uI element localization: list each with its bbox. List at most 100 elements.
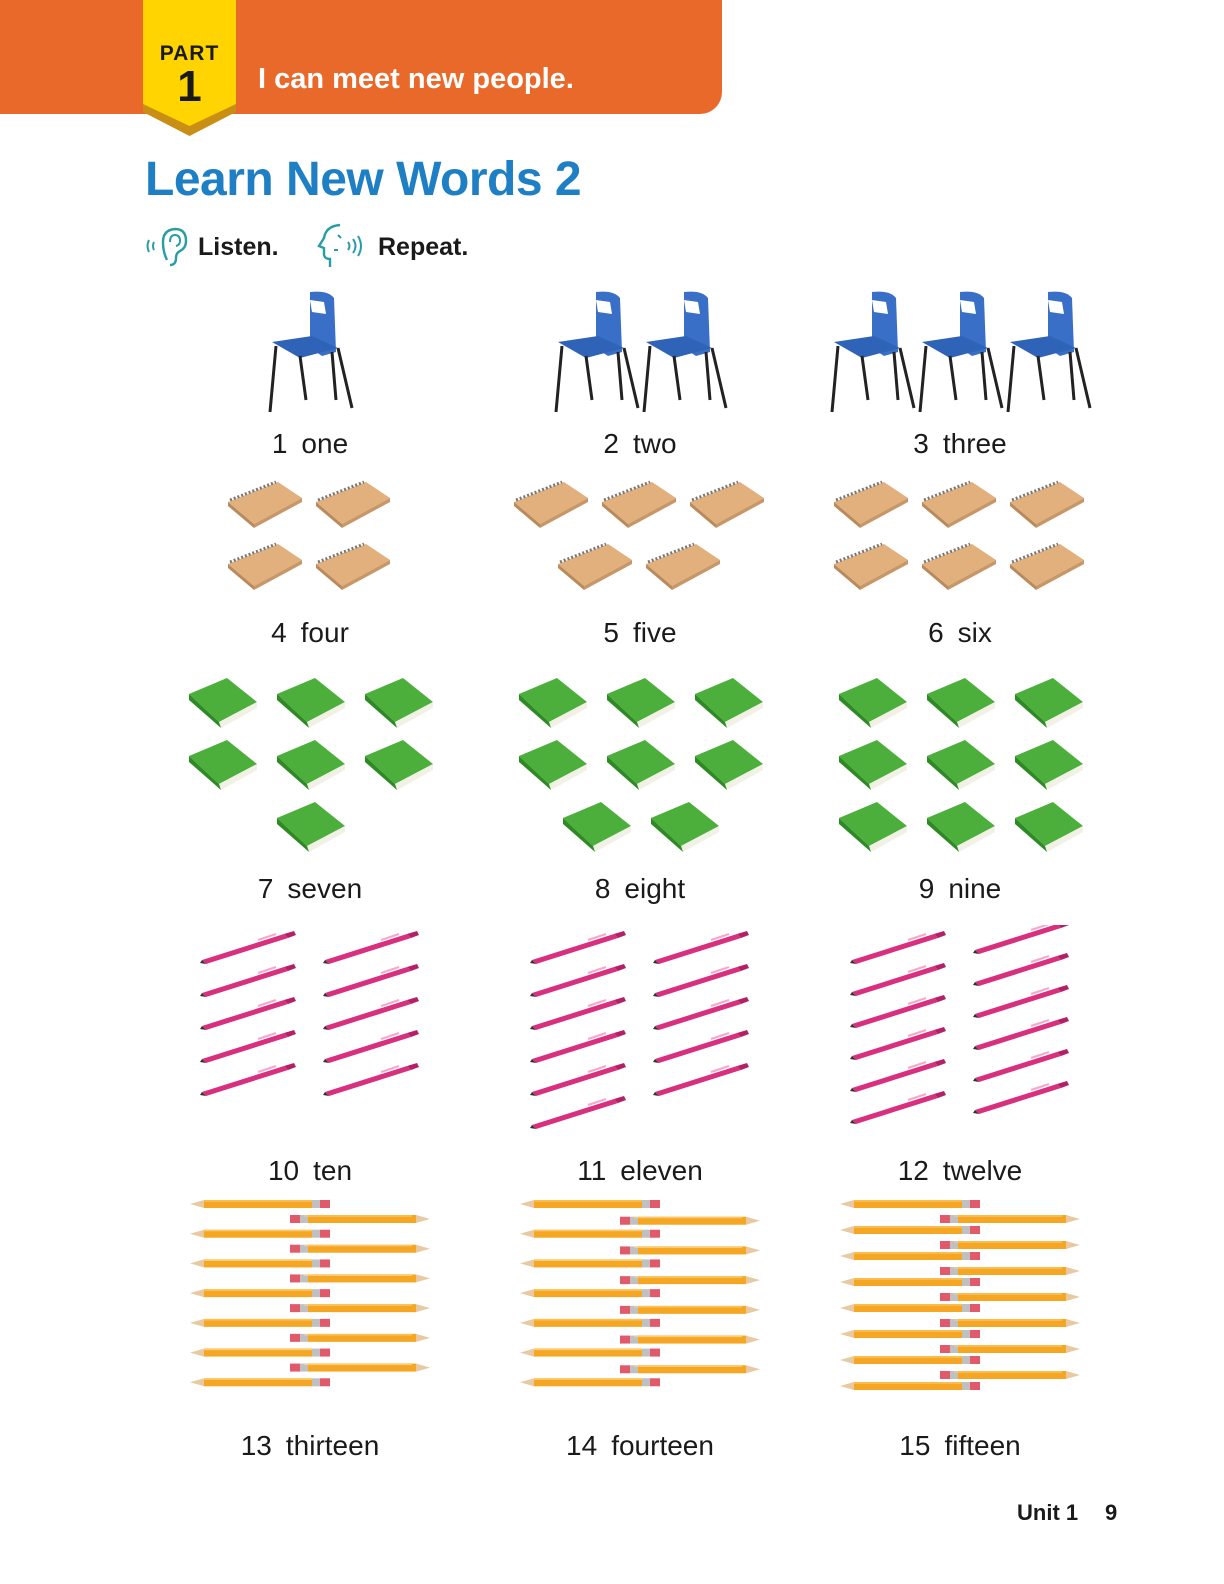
pencil-image — [190, 1289, 330, 1298]
notebook-image — [228, 480, 302, 528]
pen-image — [530, 1096, 626, 1129]
notebook-group-image — [514, 480, 764, 590]
pencil-image — [290, 1363, 430, 1372]
chair-group-image — [554, 291, 728, 413]
pencil-image — [290, 1274, 430, 1283]
chair-image — [918, 291, 1004, 413]
pen-group-image — [200, 931, 419, 1096]
footer-unit: Unit 1 — [1017, 1500, 1079, 1525]
book-image — [695, 740, 763, 790]
number-word: six — [957, 617, 992, 648]
notebook-image — [558, 542, 632, 590]
book-image — [277, 802, 345, 852]
book-image — [651, 802, 719, 852]
pencil-image — [840, 1304, 980, 1312]
repeat-speaking-icon — [317, 223, 362, 267]
number-digit: 15 — [899, 1430, 931, 1461]
number-digit: 5 — [603, 617, 619, 648]
chair-image — [642, 291, 728, 413]
book-image — [189, 740, 257, 790]
pen-image — [973, 1081, 1069, 1114]
pencil-image — [620, 1216, 760, 1225]
pencil-image — [940, 1267, 1080, 1275]
page-title: Learn New Words 2 — [145, 153, 582, 206]
pencil-image — [840, 1226, 980, 1234]
book-image — [607, 740, 675, 790]
pen-image — [850, 995, 946, 1028]
pen-image — [200, 964, 296, 997]
pencil-image — [290, 1333, 430, 1342]
pencil-image — [620, 1276, 760, 1285]
pencil-image — [520, 1348, 660, 1357]
pencil-image — [290, 1215, 430, 1223]
number-digit: 1 — [271, 428, 288, 459]
part-label: PART — [159, 42, 220, 65]
pen-image — [530, 931, 626, 964]
pen-image — [323, 964, 419, 997]
banner-text: I can meet new people. — [258, 63, 574, 95]
pencil-image — [940, 1241, 1080, 1249]
pen-image — [850, 1091, 946, 1124]
book-image — [927, 802, 995, 852]
pencil-image — [940, 1345, 1080, 1353]
pencil-image — [520, 1318, 660, 1327]
pencil-image — [840, 1278, 980, 1286]
repeat-instruction: Repeat. — [316, 222, 496, 270]
notebook-image — [834, 542, 908, 590]
pencil-image — [940, 1215, 1080, 1223]
number-word: two — [633, 428, 677, 459]
number-word: three — [942, 428, 1007, 459]
pencil-image — [290, 1244, 430, 1253]
pen-image — [973, 925, 1069, 954]
pen-image — [850, 1027, 946, 1060]
notebook-image — [922, 480, 996, 528]
number-digit: 13 — [240, 1430, 272, 1461]
chair-image — [830, 291, 916, 413]
book-image — [365, 740, 433, 790]
pen-image — [653, 1063, 749, 1096]
book-image — [1015, 802, 1083, 852]
pen-image — [323, 997, 419, 1030]
book-image — [563, 802, 631, 852]
pencil-image — [190, 1200, 330, 1208]
part-number: 1 — [177, 62, 202, 111]
book-image — [1015, 678, 1083, 728]
book-image — [839, 802, 907, 852]
pen-group-image — [850, 925, 1069, 1124]
pencil-image — [520, 1259, 660, 1268]
pencil-image — [620, 1246, 760, 1255]
listen-ear-icon — [146, 227, 188, 267]
vocab-label: 5 five — [475, 617, 805, 649]
notebook-image — [1010, 542, 1084, 590]
number-word: four — [300, 617, 349, 648]
pen-image — [200, 1030, 296, 1063]
notebook-image — [602, 480, 676, 528]
book-image — [839, 678, 907, 728]
book-image — [695, 678, 763, 728]
pen-image — [530, 1030, 626, 1063]
notebook-image — [922, 542, 996, 590]
pencil-image — [840, 1252, 980, 1260]
number-digit: 9 — [918, 873, 935, 904]
part-badge: PART 1 — [143, 0, 236, 136]
notebook-group-image — [834, 480, 1084, 590]
notebook-image — [228, 542, 302, 590]
pencil-image — [190, 1229, 330, 1238]
pen-image — [973, 953, 1069, 986]
book-image — [519, 678, 587, 728]
pen-image — [653, 997, 749, 1030]
pencil-image — [840, 1356, 980, 1364]
number-word: ten — [313, 1155, 353, 1186]
book-group-image — [839, 678, 1083, 852]
number-word: five — [633, 617, 677, 648]
pencil-image — [190, 1378, 330, 1387]
number-digit: 7 — [257, 873, 274, 904]
number-word: eight — [624, 873, 686, 904]
